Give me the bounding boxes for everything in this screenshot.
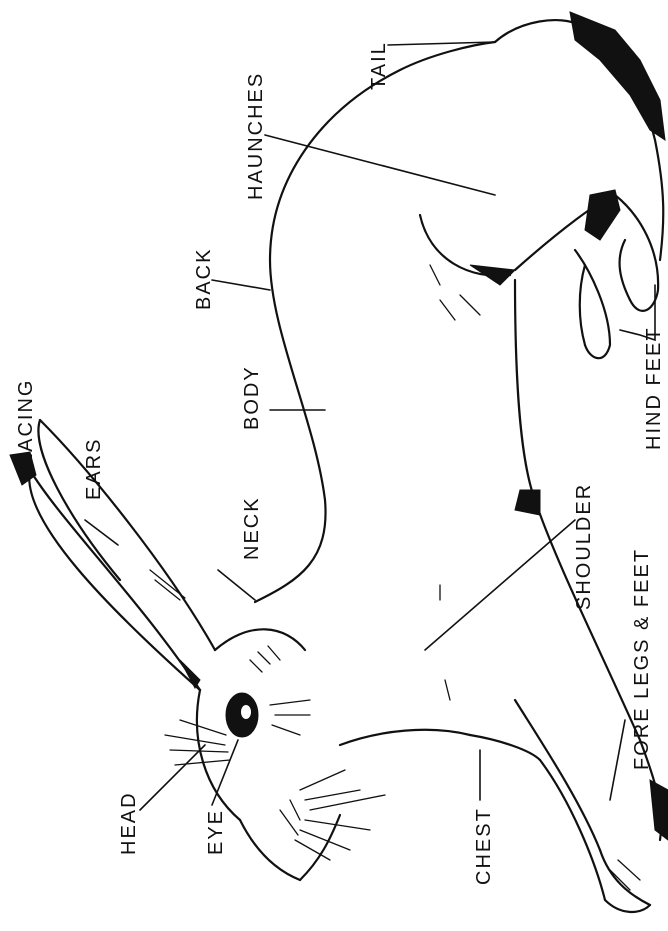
- leader-head: [140, 745, 205, 810]
- leader-haunches: [265, 135, 495, 195]
- labels: LACING EARS NECK BODY BACK HAUNCHES TAIL…: [15, 41, 665, 885]
- leader-fore-legs: [610, 720, 625, 800]
- label-haunches: HAUNCHES: [245, 72, 267, 200]
- label-neck: NECK: [241, 496, 263, 560]
- label-tail: TAIL: [368, 41, 390, 90]
- label-body: BODY: [241, 365, 263, 430]
- leader-eye: [212, 740, 238, 805]
- label-eye: EYE: [205, 809, 227, 855]
- leader-back: [212, 280, 270, 290]
- label-shoulder: SHOULDER: [573, 483, 595, 610]
- ears-drawing: [10, 420, 215, 690]
- head-drawing: [165, 629, 385, 880]
- hare-drawing: [10, 12, 668, 912]
- fore-legs-drawing: [340, 500, 668, 912]
- label-hind-feet: HIND FEET: [643, 326, 665, 450]
- label-back: BACK: [193, 248, 215, 310]
- label-lacing: LACING: [15, 379, 37, 465]
- label-chest: CHEST: [473, 807, 495, 885]
- leader-neck: [218, 570, 255, 600]
- leader-shoulder: [425, 520, 575, 650]
- leader-lines: [22, 42, 655, 810]
- label-head: HEAD: [118, 791, 140, 855]
- label-fore-legs-feet: FORE LEGS & FEET: [631, 548, 653, 770]
- label-ears: EARS: [83, 438, 105, 500]
